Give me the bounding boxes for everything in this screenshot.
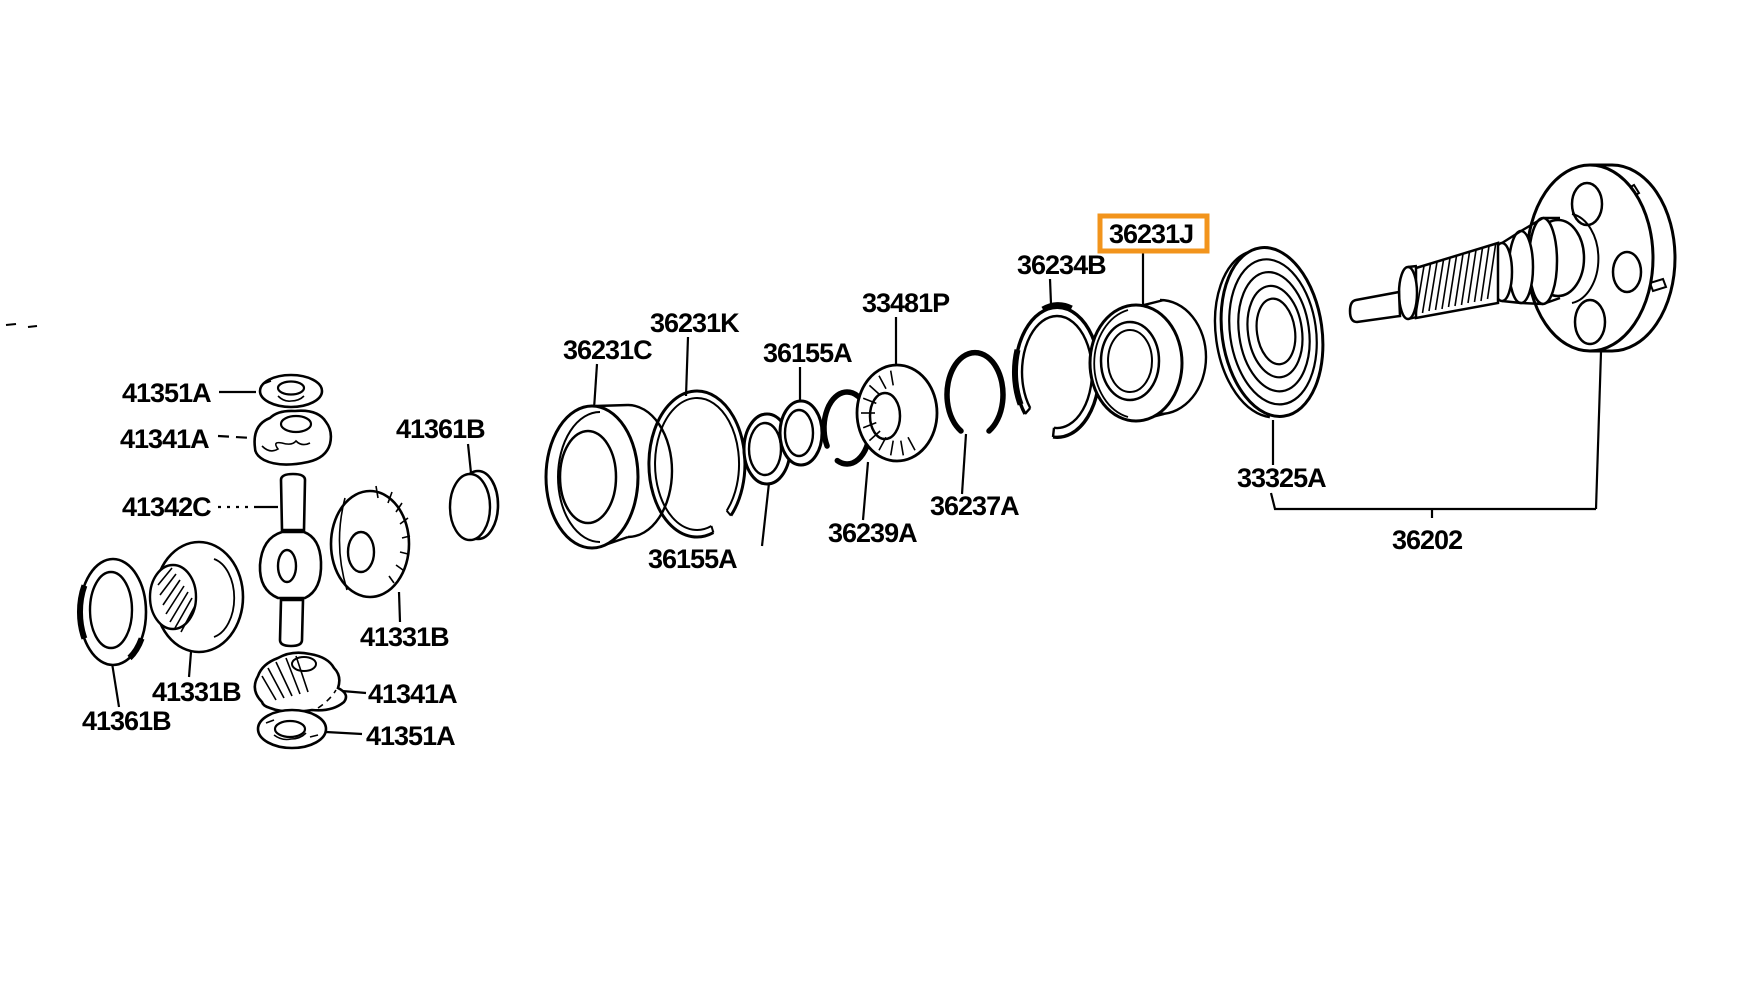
- part-number-text: 36231C: [563, 335, 652, 365]
- part-36237A-snap-ring[interactable]: [944, 349, 1006, 434]
- part-label-36202[interactable]: 36202: [1392, 525, 1463, 555]
- part-41342C-pinion-shaft[interactable]: [258, 472, 323, 648]
- part-36234B-snap-ring[interactable]: [1012, 302, 1101, 440]
- part-number-text: 41341A: [120, 424, 209, 454]
- part-label-36231K[interactable]: 36231K: [650, 308, 741, 338]
- margin-dashes: [5, 323, 38, 328]
- part-number-text: 41351A: [366, 721, 455, 751]
- part-41341A-upper[interactable]: [253, 409, 333, 466]
- part-label-36155A-upper[interactable]: 36155A: [763, 338, 853, 368]
- part-label-36231J-highlighted[interactable]: 36231J: [1097, 213, 1210, 254]
- part-41361B-left[interactable]: [76, 557, 148, 667]
- part-41351A-upper[interactable]: [258, 373, 324, 409]
- part-36202-axle-hub[interactable]: [1348, 163, 1677, 353]
- part-label-41361B-lower[interactable]: 41361B: [82, 706, 172, 736]
- part-41341A-pinion[interactable]: [253, 651, 348, 713]
- highlight-box: [1097, 213, 1210, 254]
- part-label-33325A[interactable]: 33325A: [1237, 463, 1327, 493]
- part-number-text: 41342C: [122, 492, 211, 522]
- part-number-text: 36239A: [828, 518, 917, 548]
- part-number-text: 33481P: [862, 288, 950, 318]
- part-number-text: 41331B: [360, 622, 449, 652]
- part-label-33481P[interactable]: 33481P: [862, 288, 951, 318]
- part-number-text: 36231J: [1109, 219, 1193, 249]
- part-36231C-bearing[interactable]: [544, 403, 674, 550]
- part-label-41351A-lower[interactable]: 41351A: [366, 721, 456, 751]
- part-41361B-upper[interactable]: [448, 469, 500, 542]
- part-label-41342C[interactable]: 41342C: [122, 492, 212, 522]
- part-41331B-hub[interactable]: [148, 540, 245, 654]
- part-label-41331B-gear[interactable]: 41331B: [360, 622, 450, 652]
- part-number-text: 36237A: [930, 491, 1019, 521]
- part-number-text: 36234B: [1017, 250, 1106, 280]
- part-number-text: 33325A: [1237, 463, 1326, 493]
- part-number-text: 41331B: [152, 677, 241, 707]
- part-33325A-bearing[interactable]: [1204, 241, 1333, 424]
- part-41331B-gear[interactable]: [329, 485, 411, 599]
- leader-lines: [110, 253, 1603, 736]
- part-label-41341A-upper[interactable]: 41341A: [120, 424, 210, 454]
- part-number-text: 36155A: [763, 338, 852, 368]
- part-label-36234B[interactable]: 36234B: [1017, 250, 1107, 280]
- part-number-text: 41361B: [396, 414, 485, 444]
- part-label-41361B-upper[interactable]: 41361B: [396, 414, 486, 444]
- part-36155A-washer-2[interactable]: [778, 399, 824, 467]
- part-label-36237A[interactable]: 36237A: [930, 491, 1020, 521]
- part-label-41341A-lower[interactable]: 41341A: [368, 679, 458, 709]
- part-label-41331B-hub[interactable]: 41331B: [152, 677, 242, 707]
- part-36155A-washer-1[interactable]: [742, 412, 792, 486]
- part-number-text: 36231K: [650, 308, 740, 338]
- part-label-36155A-lower[interactable]: 36155A: [648, 544, 738, 574]
- part-label-36239A[interactable]: 36239A: [828, 518, 918, 548]
- part-36231J-seal[interactable]: [1088, 298, 1208, 423]
- part-36231K-snap-ring[interactable]: [647, 389, 747, 539]
- part-number-text: 36202: [1392, 525, 1462, 555]
- part-41351A-lower[interactable]: [256, 708, 328, 750]
- part-number-text: 36155A: [648, 544, 737, 574]
- part-number-text: 41361B: [82, 706, 171, 736]
- part-label-36231C[interactable]: 36231C: [563, 335, 653, 365]
- part-33481P-bearing[interactable]: [855, 363, 939, 463]
- part-number-text: 41351A: [122, 378, 211, 408]
- part-number-text: 41341A: [368, 679, 457, 709]
- part-label-41351A-upper[interactable]: 41351A: [122, 378, 212, 408]
